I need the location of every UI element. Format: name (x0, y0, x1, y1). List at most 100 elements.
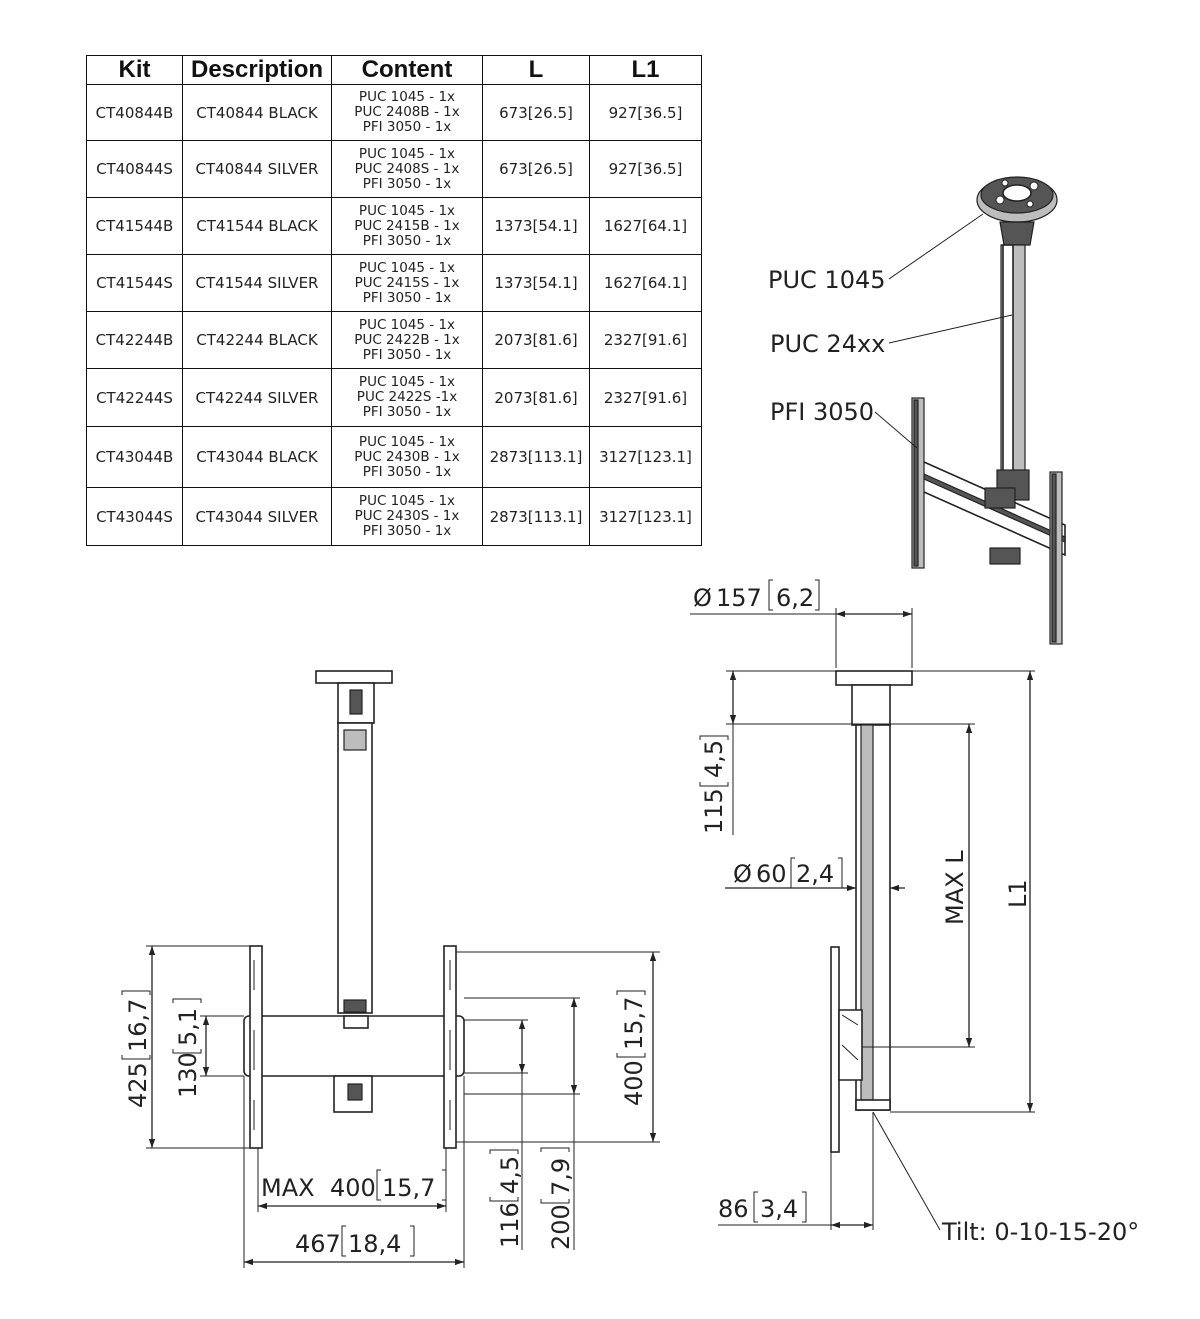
dim-depth-inch: 3,4 (760, 1195, 798, 1223)
cell-l: 2073[81.6] (482, 368, 590, 427)
content-line: PFI 3050 - 1x (362, 404, 452, 420)
content-line: PUC 1045 - 1x (358, 433, 456, 450)
content-line: PUC 1045 - 1x (358, 374, 456, 390)
cell-l: 673[26.5] (482, 84, 590, 141)
cell-l1: 1627[64.1] (589, 197, 702, 255)
content-line: PFI 3050 - 1x (362, 119, 452, 135)
dim-lower-offset-inch: 4,5 (496, 1156, 524, 1194)
dim-max-width: 400 (330, 1174, 376, 1202)
content-line: PUC 2415S - 1x (354, 274, 460, 291)
dim-top-offset-inch: 4,5 (700, 740, 728, 778)
cell-kit: CT41544S (86, 254, 183, 312)
dim-total-width-inch: 18,4 (348, 1230, 401, 1258)
dim-total-length: L1 (1004, 879, 1032, 908)
cell-l: 1373[54.1] (482, 254, 590, 312)
content-line: PFI 3050 - 1x (362, 175, 452, 192)
dim-lower-span-inch: 7,9 (547, 1158, 575, 1196)
cell-l1: 927[36.5] (589, 140, 702, 198)
content-line: PUC 2430B - 1x (354, 448, 460, 465)
dim-max-vertical: 400 (620, 1060, 648, 1106)
content-line: PFI 3050 - 1x (362, 463, 452, 480)
content-line: PUC 2408S - 1x (354, 160, 460, 177)
cell-description: CT43044 SILVER (182, 487, 332, 546)
cell-l1: 3127[123.1] (589, 487, 702, 546)
cell-l: 2873[113.1] (482, 487, 590, 546)
label-pfi-3050: PFI 3050 (770, 398, 874, 426)
cell-l1: 1627[64.1] (589, 254, 702, 312)
header-kit: Kit (86, 55, 183, 85)
content-line: PFI 3050 - 1x (362, 523, 452, 539)
cell-kit: CT42244S (86, 368, 183, 427)
label-puc-1045: PUC 1045 (768, 266, 886, 294)
content-line: PFI 3050 - 1x (362, 289, 452, 306)
dim-max-width-inch: 15,7 (382, 1174, 435, 1202)
header-description: Description (182, 55, 332, 85)
dim-max-vertical-inch: 15,7 (620, 997, 648, 1050)
interface-iso (911, 397, 1066, 645)
cell-kit: CT43044B (86, 426, 183, 488)
cell-kit: CT43044S (86, 487, 183, 546)
isometric-view: PUC 1045 PUC 24xx PFI 3050 (768, 176, 1066, 645)
dim-plate-diameter: 157 (716, 584, 762, 612)
content-line: PUC 1045 - 1x (358, 259, 456, 276)
content-line: PFI 3050 - 1x (362, 346, 452, 363)
dim-bar-height-inch: 5,1 (174, 1008, 202, 1046)
front-view: 425 16,7 130 5,1 400 15,7 116 4,5 200 7,… (121, 670, 660, 1268)
dim-max-length: MAX L (941, 850, 969, 925)
dim-total-width: 467 (295, 1230, 341, 1258)
dim-column-diameter: 60 (756, 860, 787, 888)
header-content: Content (331, 55, 483, 85)
content-line: PUC 2430S - 1x (354, 508, 460, 524)
content-line: PFI 3050 - 1x (362, 232, 452, 249)
cell-l: 1373[54.1] (482, 197, 590, 255)
dim-tilt: Tilt: 0-10-15-20° (941, 1218, 1139, 1246)
cell-l: 2873[113.1] (482, 426, 590, 488)
dim-lower-span: 200 (547, 1204, 575, 1250)
content-line: PUC 1045 - 1x (358, 202, 456, 219)
cell-kit: CT40844B (86, 84, 183, 141)
dim-bracket-height: 425 (124, 1062, 152, 1108)
cell-l1: 3127[123.1] (589, 426, 702, 488)
label-puc-24xx: PUC 24xx (770, 330, 885, 358)
content-line: PUC 1045 - 1x (358, 89, 456, 105)
cell-l: 673[26.5] (482, 140, 590, 198)
side-view: Ø 157 6,2 L1 115 4,5 MAX L Ø 60 2,4 86 3… (690, 579, 1139, 1246)
dim-column-diameter-inch: 2,4 (796, 860, 834, 888)
column-iso (996, 244, 1030, 501)
cell-kit: CT40844S (86, 140, 183, 198)
dim-lower-offset: 116 (496, 1202, 524, 1248)
content-line: PUC 1045 - 1x (358, 316, 456, 333)
cell-description: CT40844 SILVER (182, 140, 332, 198)
dim-plate-diameter-inch: 6,2 (776, 584, 814, 612)
dim-column-diameter-symbol: Ø (733, 860, 752, 888)
dim-depth: 86 (718, 1195, 749, 1223)
content-line: PUC 2422B - 1x (354, 331, 460, 348)
content-line: PUC 2422S -1x (356, 389, 458, 405)
dim-plate-diameter-symbol: Ø (693, 584, 712, 612)
dim-max-width-prefix: MAX (261, 1174, 315, 1202)
content-line: PUC 2415B - 1x (354, 217, 460, 234)
ceiling-plate-iso (976, 176, 1058, 246)
dim-bracket-height-inch: 16,7 (124, 999, 152, 1052)
dim-top-offset: 115 (700, 788, 728, 834)
dim-bar-height: 130 (174, 1052, 202, 1098)
cell-description: CT42244 SILVER (182, 368, 332, 427)
content-line: PUC 1045 - 1x (358, 493, 456, 509)
cell-l1: 927[36.5] (589, 84, 702, 141)
cell-l1: 2327[91.6] (589, 368, 702, 427)
